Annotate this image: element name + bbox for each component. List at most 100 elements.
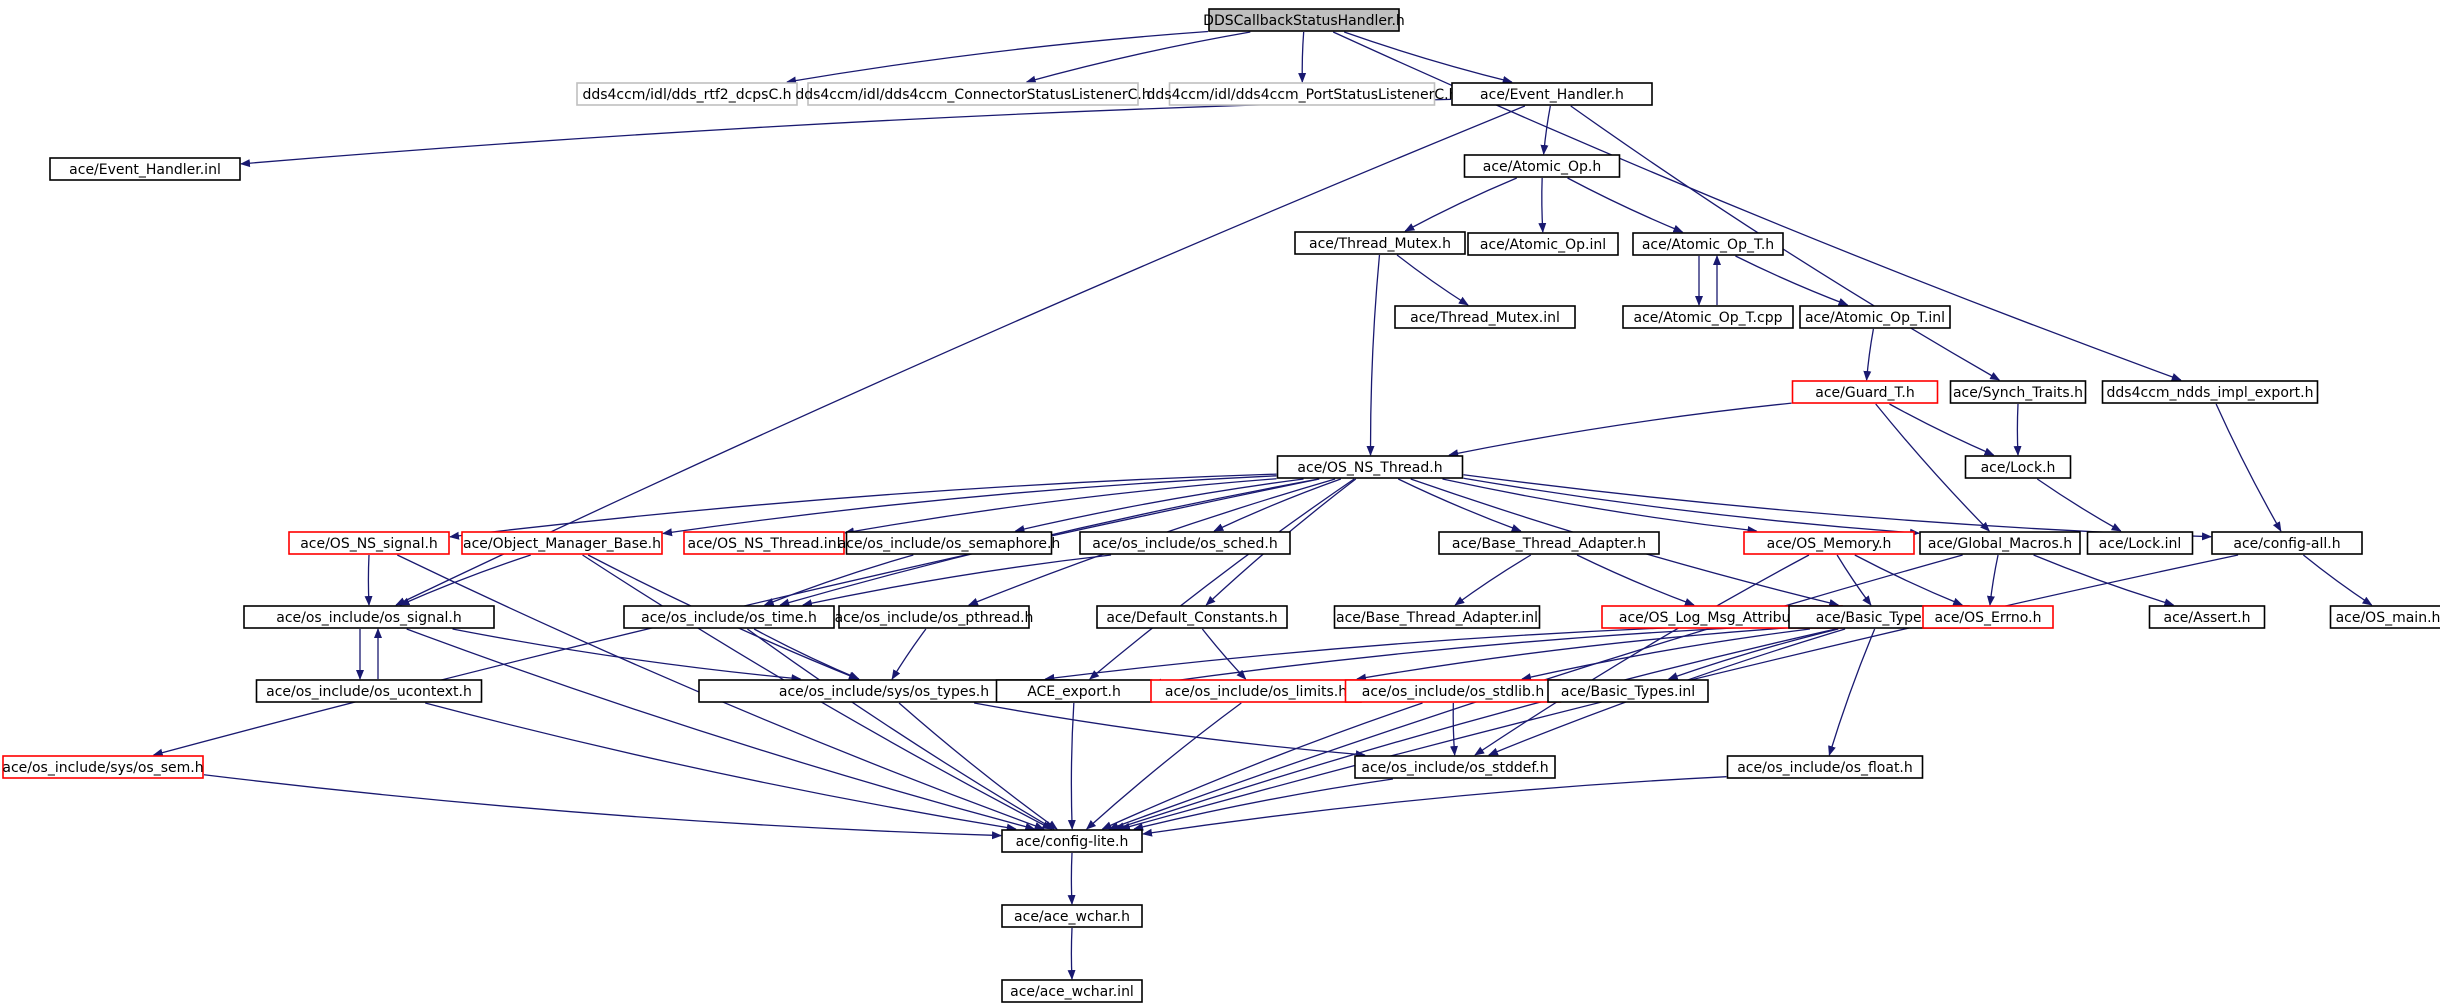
node-box: [1919, 531, 2081, 555]
node-ucontext[interactable]: ace/os_include/os_ucontext.h: [255, 679, 483, 703]
node-box: [1799, 305, 1951, 329]
node-ndds[interactable]: dds4ccm_ndds_impl_export.h: [2101, 380, 2319, 404]
node-stddef[interactable]: ace/os_include/os_stddef.h: [1354, 755, 1556, 779]
node-box: [1463, 154, 1621, 178]
node-configall[interactable]: ace/config-all.h: [2211, 531, 2363, 555]
node-defconst[interactable]: ace/Default_Constants.h: [1096, 605, 1288, 629]
node-wcharinl[interactable]: ace/ace_wchar.inl: [1001, 979, 1143, 1003]
edge-basictypes-to-configlite: [1114, 628, 1836, 830]
node-tmutexinl[interactable]: ace/Thread_Mutex.inl: [1394, 305, 1576, 329]
node-portlist[interactable]: dds4ccm/idl/dds4ccm_PortStatusListenerC.…: [1147, 82, 1458, 106]
node-box: [838, 605, 1030, 629]
node-box: [2086, 531, 2194, 555]
node-systypes[interactable]: ace/os_include/sys/os_types.h: [698, 679, 1070, 703]
node-atomicinl[interactable]: ace/Atomic_Op.inl: [1467, 232, 1619, 256]
node-label: ace/Basic_Types.h: [1816, 610, 1942, 626]
node-atomict[interactable]: ace/Atomic_Op_T.h: [1632, 232, 1784, 256]
node-label: ace/os_include/os_float.h: [1737, 760, 1913, 776]
node-lock[interactable]: ace/Lock.h: [1964, 455, 2072, 479]
node-wchar[interactable]: ace/ace_wchar.h: [1001, 904, 1143, 928]
node-synch[interactable]: ace/Synch_Traits.h: [1949, 380, 2087, 404]
node-btinl[interactable]: ace/Basic_Types.inl: [1547, 679, 1709, 703]
edge-aceexport-to-configlite: [1067, 702, 1076, 830]
node-root[interactable]: DDSCallbackStatusHandler.h: [1203, 8, 1405, 32]
node-osmain[interactable]: ace/OS_main.h: [2329, 605, 2440, 629]
node-atomictcpp[interactable]: ace/Atomic_Op_T.cpp: [1622, 305, 1794, 329]
edge-eh-to-ehinl: [240, 98, 1452, 168]
edge-osns-to-nsthreadinl: [844, 478, 1277, 536]
node-label: ace/Atomic_Op_T.inl: [1805, 310, 1945, 326]
node-configlite[interactable]: ace/config-lite.h: [1001, 829, 1143, 853]
node-ossignal[interactable]: ace/os_include/os_signal.h: [243, 605, 495, 629]
node-aceexport[interactable]: ACE_export.h: [995, 679, 1153, 703]
node-atomictinl[interactable]: ace/Atomic_Op_T.inl: [1799, 305, 1951, 329]
node-ostime[interactable]: ace/os_include/os_time.h: [623, 605, 835, 629]
edge-osfloat-to-configlite: [1142, 776, 1727, 837]
node-label: ace/Basic_Types.inl: [1561, 684, 1695, 700]
edge-syssem-to-configlite: [203, 774, 1002, 840]
node-box: [576, 82, 798, 106]
node-connlist[interactable]: dds4ccm/idl/dds4ccm_ConnectorStatusListe…: [795, 82, 1151, 106]
edge-osns-to-gmacros: [1463, 477, 1920, 537]
edge-tmutex-to-osns: [1366, 254, 1381, 456]
edge-guard-to-lock: [1889, 403, 1995, 456]
node-stdlib[interactable]: ace/os_include/os_stdlib.h: [1344, 679, 1562, 703]
node-label: ace/Object_Manager_Base.h: [463, 536, 661, 552]
edge-eh-to-atomic: [1540, 105, 1551, 155]
node-label: ace/Atomic_Op_T.h: [1642, 237, 1774, 253]
node-label: ace/OS_NS_signal.h: [300, 536, 438, 552]
node-atomic[interactable]: ace/Atomic_Op.h: [1463, 154, 1621, 178]
node-lockinl[interactable]: ace/Lock.inl: [2086, 531, 2194, 555]
node-ossched[interactable]: ace/os_include/os_sched.h: [1079, 531, 1291, 555]
node-btainl[interactable]: ace/Base_Thread_Adapter.inl: [1333, 605, 1541, 629]
node-box: [1168, 82, 1436, 106]
node-label: ACE_export.h: [1027, 684, 1121, 700]
node-eh[interactable]: ace/Event_Handler.h: [1451, 82, 1653, 106]
edge-osns-to-nssignal: [449, 473, 1277, 540]
edge-osmem-to-basictypes: [1836, 554, 1872, 606]
node-nsthreadinl[interactable]: ace/OS_NS_Thread.inl: [683, 531, 845, 555]
edge-wchar-to-wcharinl: [1067, 927, 1076, 980]
node-tmutex[interactable]: ace/Thread_Mutex.h: [1294, 231, 1466, 255]
node-logmsg[interactable]: ace/OS_Log_Msg_Attributes.h: [1601, 605, 1843, 629]
node-label: ace/OS_Errno.h: [1935, 610, 2042, 626]
edge-eh-to-ossignal: [395, 105, 1526, 606]
node-box: [1001, 979, 1143, 1003]
edge-osmem-to-stddef: [1474, 554, 1810, 756]
node-assert[interactable]: ace/Assert.h: [2148, 605, 2266, 629]
node-osmem[interactable]: ace/OS_Memory.h: [1743, 531, 1915, 555]
node-label: dds4ccm/idl/dds4ccm_ConnectorStatusListe…: [795, 87, 1150, 103]
node-ehinl[interactable]: ace/Event_Handler.inl: [49, 157, 241, 181]
node-osns[interactable]: ace/OS_NS_Thread.h: [1276, 455, 1464, 479]
edge-ossched-to-ostime: [801, 554, 1112, 608]
node-omb[interactable]: ace/Object_Manager_Base.h: [461, 531, 663, 555]
edge-synch-to-lock: [2013, 403, 2022, 456]
node-box: [1001, 904, 1143, 928]
node-nssignal[interactable]: ace/OS_NS_signal.h: [288, 531, 450, 555]
edge-osns-to-bta: [1397, 478, 1522, 532]
node-gmacros[interactable]: ace/Global_Macros.h: [1919, 531, 2081, 555]
node-osfloat[interactable]: ace/os_include/os_float.h: [1726, 755, 1924, 779]
node-oserrno[interactable]: ace/OS_Errno.h: [1922, 605, 2054, 629]
node-box: [1354, 755, 1556, 779]
edge-osns-to-ossem: [1014, 478, 1304, 533]
edge-bta-to-btainl: [1454, 554, 1532, 606]
node-label: ace/Atomic_Op.h: [1483, 159, 1601, 175]
node-label: ace/config-lite.h: [1016, 834, 1129, 850]
node-ossem[interactable]: ace/os_include/os_semaphore.h: [838, 531, 1061, 555]
node-limits[interactable]: ace/os_include/os_limits.h: [1150, 679, 1362, 703]
node-rtf2[interactable]: dds4ccm/idl/dds_rtf2_dcpsC.h: [576, 82, 798, 106]
node-box: [288, 531, 450, 555]
node-bta[interactable]: ace/Base_Thread_Adapter.h: [1438, 531, 1660, 555]
node-ospthread[interactable]: ace/os_include/os_pthread.h: [835, 605, 1034, 629]
node-syssem[interactable]: ace/os_include/sys/os_sem.h: [2, 755, 204, 779]
node-box: [1394, 305, 1576, 329]
node-label: ace/ace_wchar.h: [1014, 909, 1130, 925]
edge-osns-to-configall: [1463, 474, 2212, 541]
edge-root-to-portlist: [1298, 31, 1307, 83]
edge-atomic-to-atomict: [1567, 177, 1684, 233]
node-label: ace/Event_Handler.h: [1480, 87, 1624, 103]
node-label: ace/os_include/os_stddef.h: [1361, 760, 1548, 776]
node-box: [2329, 605, 2440, 629]
node-guard[interactable]: ace/Guard_T.h: [1791, 380, 1939, 404]
